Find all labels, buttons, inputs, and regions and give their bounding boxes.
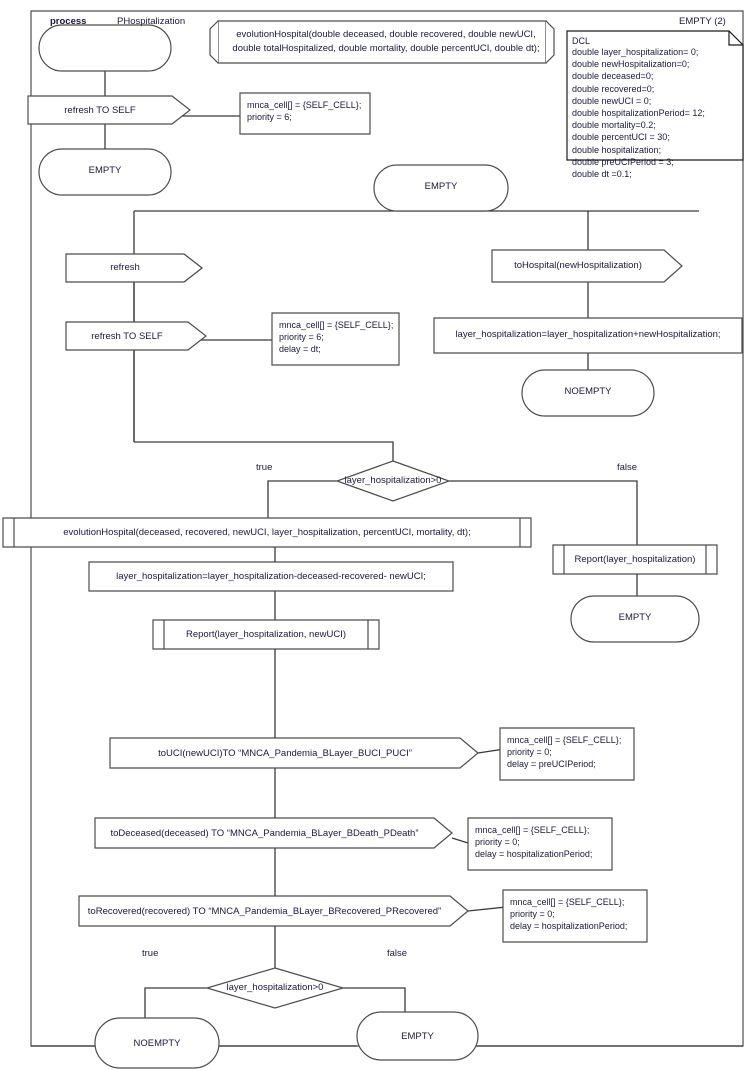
- decision-1-true-label: true: [256, 462, 273, 473]
- dcl-header: DCL: [572, 36, 591, 46]
- process-layer-subtract-label: layer_hospitalization=layer_hospitalizat…: [116, 571, 426, 582]
- terminal-noempty-bottom: [94, 1017, 220, 1069]
- send-refresh-to-self-1-label: refresh TO SELF: [64, 105, 136, 116]
- edge-ann-deceased-link: [451, 837, 469, 844]
- edge-d1-false: [449, 480, 638, 545]
- terminal-noempty-top: [521, 369, 655, 417]
- start-terminal: [38, 24, 172, 72]
- function-signature-right-notch: [545, 20, 555, 64]
- edge-rail-to-decision1: [134, 441, 394, 461]
- receive-to-hospital-label: toHospital(newHospitalization): [514, 260, 642, 271]
- decision-1-label: layer_hospitalization>0: [344, 475, 442, 486]
- subroutine-report-one: [552, 544, 718, 575]
- process-layer-add: [433, 317, 743, 354]
- annotation-2-text: mnca_cell[] = {SELF_CELL}; priority = 6;…: [279, 320, 394, 355]
- annotation-box-1: [239, 92, 371, 135]
- process-keyword: process: [50, 16, 87, 27]
- process-name: PHospitalization: [117, 16, 186, 27]
- decision-2-false-label: false: [387, 948, 408, 959]
- send-refresh-to-self-2: [65, 321, 207, 351]
- terminal-empty-right-label: EMPTY: [618, 612, 652, 623]
- send-to-uci: [109, 737, 479, 769]
- decision-1-false-label: false: [617, 462, 638, 473]
- annotation-deceased-text: mnca_cell[] = {SELF_CELL}; priority = 0;…: [475, 825, 593, 860]
- terminal-noempty-top-label: NOEMPTY: [564, 386, 612, 397]
- send-to-deceased-label: toDeceased(deceased) TO “MNCA_Pandemia_B…: [110, 828, 419, 839]
- send-refresh-to-self-2-label: refresh TO SELF: [91, 331, 163, 342]
- subroutine-evolution-hospital: [2, 517, 532, 548]
- edge-d2-true: [144, 987, 207, 1018]
- function-signature-left-notch: [209, 20, 219, 64]
- annotation-uci-text: mnca_cell[] = {SELF_CELL}; priority = 0;…: [507, 735, 622, 770]
- annotation-box-uci: [499, 727, 635, 781]
- receive-to-hospital: [491, 249, 683, 283]
- annotation-box-2: [271, 312, 400, 366]
- subroutine-report-two: [152, 619, 380, 650]
- terminal-empty-bottom-label: EMPTY: [401, 1031, 434, 1042]
- function-signature-line-1: evolutionHospital(double deceased, doubl…: [236, 29, 536, 40]
- decision-2: [204, 967, 346, 1009]
- send-to-recovered-label: toRecovered(recovered) TO “MNCA_Pandemia…: [87, 906, 442, 917]
- receive-refresh-label: refresh: [110, 262, 140, 273]
- empty-2-label: EMPTY (2): [679, 16, 726, 27]
- edge-d2-false: [343, 987, 406, 1012]
- annotation-1-text: mnca_cell[] = {SELF_CELL}; priority = 6;: [247, 100, 362, 123]
- dcl-note: [566, 30, 744, 161]
- decision-2-label: layer_hospitalization>0: [226, 982, 324, 993]
- terminal-empty-1: [38, 148, 172, 196]
- annotation-box-recovered: [502, 889, 648, 943]
- function-signature-box: [217, 20, 547, 64]
- receive-refresh-notch: [183, 253, 203, 283]
- function-signature-line-2: double totalHospitalized, double mortali…: [232, 43, 540, 54]
- terminal-empty-1-label: EMPTY: [88, 165, 122, 176]
- process-layer-add-label: layer_hospitalization=layer_hospitalizat…: [455, 329, 721, 340]
- decision-2-true-label: true: [142, 948, 159, 959]
- terminal-empty-bottom: [356, 1011, 479, 1061]
- terminal-noempty-bottom-label: NOEMPTY: [133, 1038, 181, 1049]
- subroutine-evolution-label: evolutionHospital(deceased, recovered, n…: [63, 527, 471, 538]
- send-to-uci-label: toUCI(newUCI)TO “MNCA_Pandemia_BLayer_BU…: [158, 748, 412, 759]
- dcl-note-fold: [728, 31, 743, 46]
- send-refresh-to-self-1: [27, 95, 191, 125]
- annotation-box-deceased: [467, 817, 613, 871]
- subroutine-report-two-label: Report(layer_hospitalization, newUCI): [186, 629, 346, 640]
- decision-1: [335, 460, 451, 502]
- terminal-empty-right: [570, 595, 700, 643]
- dcl-body: double layer_hospitalization= 0; double …: [572, 47, 705, 180]
- terminal-empty-2-label: EMPTY: [424, 181, 458, 192]
- process-layer-subtract: [88, 561, 454, 592]
- send-to-recovered: [78, 895, 469, 927]
- terminal-empty-2: [373, 164, 509, 212]
- subroutine-report-one-label: Report(layer_hospitalization): [574, 554, 696, 565]
- annotation-recovered-text: mnca_cell[] = {SELF_CELL}; priority = 0;…: [510, 897, 628, 932]
- edge-d1-true: [267, 480, 337, 518]
- send-to-deceased: [94, 817, 453, 849]
